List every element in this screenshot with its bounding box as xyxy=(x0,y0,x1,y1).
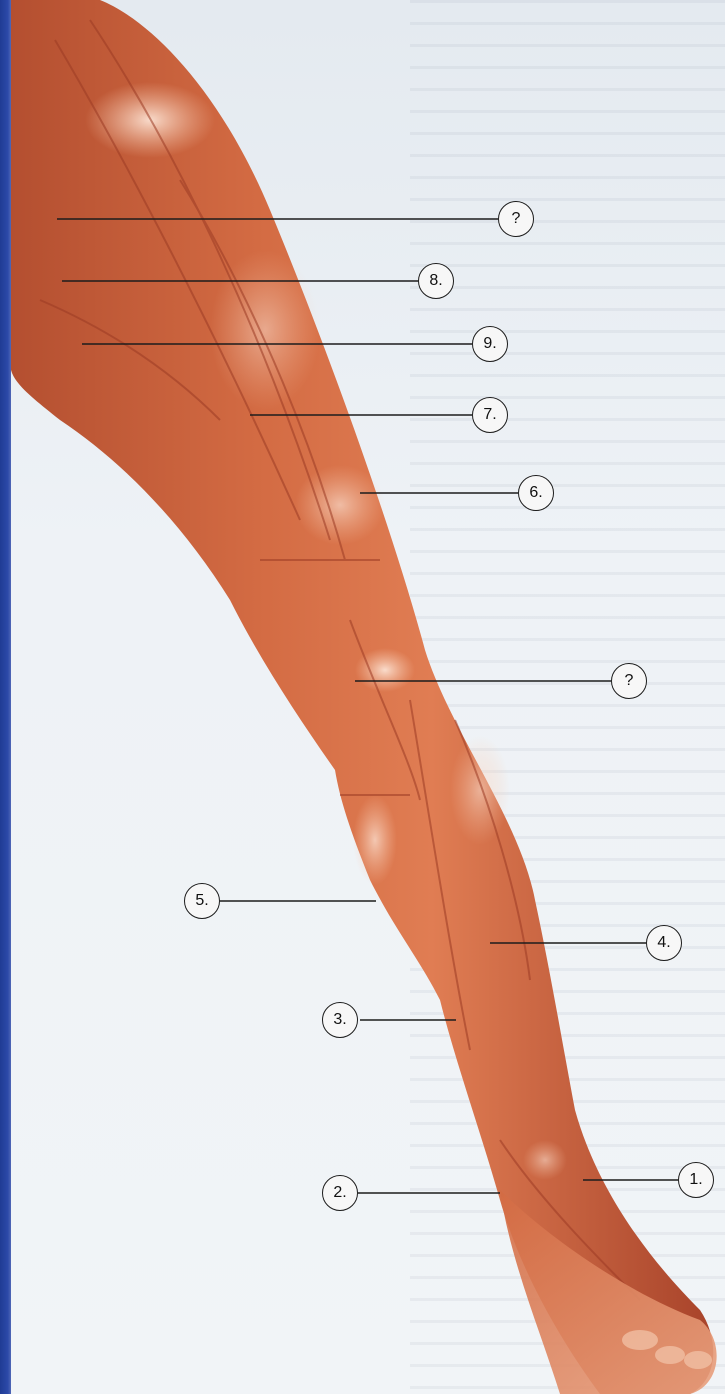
label-4: 4. xyxy=(646,925,682,961)
label-5: 5. xyxy=(184,883,220,919)
label-1: 1. xyxy=(678,1162,714,1198)
shin-highlight xyxy=(353,795,397,885)
label-2: 2. xyxy=(322,1175,358,1211)
calf-highlight xyxy=(450,735,510,845)
label-9: 9. xyxy=(472,326,508,362)
label-6: 6. xyxy=(518,475,554,511)
ankle-highlight xyxy=(523,1140,567,1180)
label-3: 3. xyxy=(322,1002,358,1038)
leg-silhouette xyxy=(11,0,713,1394)
label-7: 7. xyxy=(472,397,508,433)
thigh-highlight-mid xyxy=(210,250,320,410)
label-unknown-top: ? xyxy=(498,201,534,237)
label-8: 8. xyxy=(418,263,454,299)
label-unknown-knee: ? xyxy=(611,663,647,699)
